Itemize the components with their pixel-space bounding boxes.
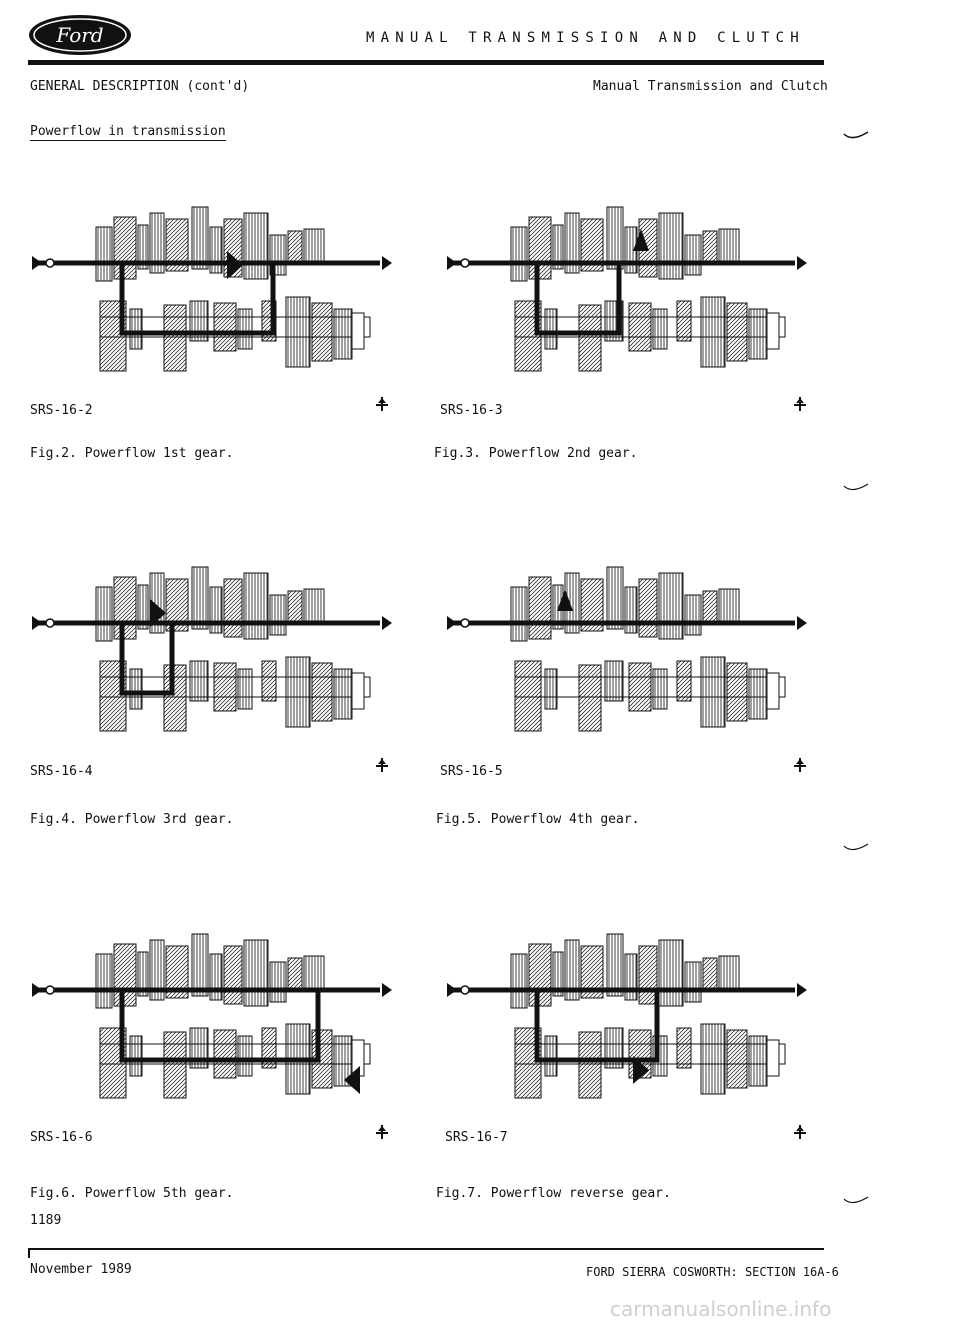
registration-mark-icon (376, 758, 388, 772)
figure-code: SRS-16-4 (30, 764, 93, 779)
figure-diagram (30, 565, 400, 740)
gearbox-illustration (32, 566, 392, 732)
figure-code: SRS-16-2 (30, 403, 93, 418)
margin-tick-mark (843, 131, 869, 139)
footer-section: FORD SIERRA COSWORTH: SECTION 16A-6 (586, 1265, 839, 1279)
figure-diagram (445, 932, 815, 1107)
figure-caption: Fig.2. Powerflow 1st gear. (30, 446, 234, 461)
figure-caption: Fig.6. Powerflow 5th gear. (30, 1186, 234, 1201)
figure-caption: Fig.4. Powerflow 3rd gear. (30, 812, 234, 827)
registration-mark-icon (376, 397, 388, 411)
document-title: MANUAL TRANSMISSION AND CLUTCH (366, 30, 805, 46)
header-rule (28, 60, 824, 65)
ford-logo: Ford (29, 15, 131, 55)
registration-mark-icon (376, 1125, 388, 1139)
figure-code: SRS-16-7 (445, 1130, 508, 1145)
svg-text:Ford: Ford (55, 23, 103, 47)
section-subject: Manual Transmission and Clutch (593, 79, 828, 94)
gearbox-illustration (447, 566, 807, 732)
figure-code: SRS-16-6 (30, 1130, 93, 1145)
figure-diagram (445, 565, 815, 740)
figure-diagram (445, 205, 815, 380)
figure-diagram (30, 205, 400, 380)
watermark: carmanualsonline.info (610, 1297, 832, 1321)
margin-tick-mark (843, 483, 869, 491)
figure-caption: Fig.3. Powerflow 2nd gear. (434, 446, 638, 461)
page-code: 1189 (30, 1213, 62, 1228)
registration-mark-icon (794, 1125, 806, 1139)
gearbox-illustration (447, 206, 807, 372)
section-title: GENERAL DESCRIPTION (cont'd) (30, 79, 250, 94)
gearbox-illustration (32, 206, 392, 372)
margin-tick-mark (843, 843, 869, 851)
figure-diagram (30, 932, 400, 1107)
figure-code: SRS-16-5 (440, 764, 503, 779)
margin-tick-mark (843, 1196, 869, 1204)
registration-mark-icon (794, 397, 806, 411)
footer-corner-mark (28, 1248, 30, 1258)
figure-code: SRS-16-3 (440, 403, 503, 418)
figure-caption: Fig.5. Powerflow 4th gear. (436, 812, 640, 827)
footer-rule (28, 1248, 824, 1250)
subheading: Powerflow in transmission (30, 124, 226, 141)
footer-date: November 1989 (30, 1262, 132, 1277)
figure-caption: Fig.7. Powerflow reverse gear. (436, 1186, 671, 1201)
gearbox-illustration (32, 933, 392, 1099)
gearbox-illustration (447, 933, 807, 1099)
registration-mark-icon (794, 758, 806, 772)
